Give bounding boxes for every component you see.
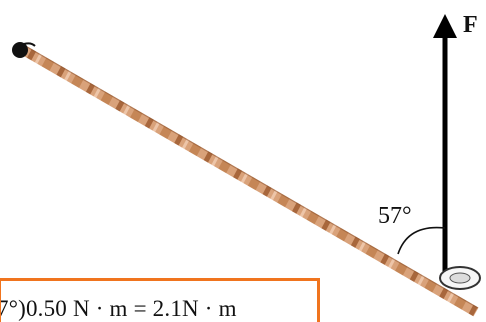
rod [17, 43, 479, 317]
pivot-hook [23, 42, 36, 47]
force-arrow-head [433, 14, 457, 38]
force-label: F [463, 12, 478, 38]
rod-edge [21, 43, 479, 309]
angle-arc [397, 226, 446, 255]
answer-text: 7°)0.50 N · m = 2.1N · m [0, 296, 237, 321]
angle-label: 57° [378, 203, 412, 229]
attachment-ring-inner [449, 272, 471, 284]
answer-box: 7°)0.50 N · m = 2.1N · m [0, 278, 320, 322]
pivot-point [12, 42, 28, 58]
